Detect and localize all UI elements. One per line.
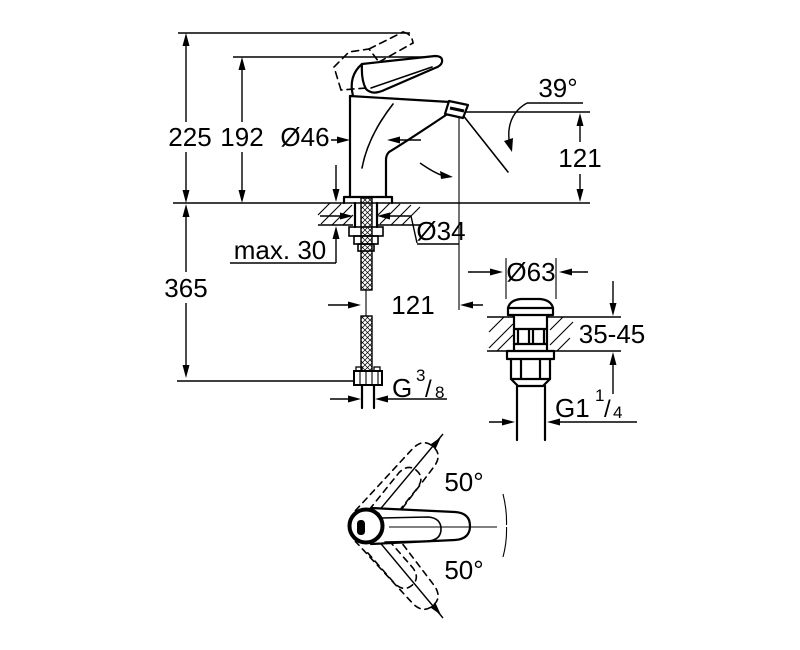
side-view-dimensions: 225 192 365 Ø46 max. 30 Ø34 39°: [164, 32, 602, 403]
waste-valve-body: [505, 297, 556, 442]
waste-thread-slash: /: [604, 396, 611, 423]
spout-top-edge: [348, 94, 452, 104]
hose-connector: [353, 366, 383, 410]
dim-deck-thickness-max: max. 30: [234, 235, 327, 265]
body-front-curve: [361, 103, 394, 169]
dim-swivel-angle-upper: 50°: [444, 467, 483, 497]
deck-hatching: [317, 202, 421, 226]
supply-thread-slash: /: [425, 376, 432, 403]
dim-flange-diameter: Ø63: [506, 257, 555, 287]
dim-supply-thread: G 3 / 8: [392, 366, 444, 403]
temperature-indicator: [357, 520, 365, 535]
dim-deck-thickness-range: 35-45: [579, 319, 646, 349]
mounting-shank: [353, 201, 379, 229]
supply-thread-numerator: 3: [416, 366, 425, 385]
dim-handle-raised-height: 192: [220, 122, 263, 152]
dim-waste-thread: G1 1 / 4: [555, 386, 622, 423]
supply-thread-base: G: [392, 373, 412, 403]
dim-body-diameter: Ø46: [280, 122, 329, 152]
stream-angle-line: [461, 113, 509, 173]
handle-raised-dashed: [333, 31, 414, 91]
swivel-axis-upper: [371, 433, 444, 520]
faucet-side-view: [333, 31, 470, 205]
handle-grip: [369, 506, 472, 546]
spout-underside: [384, 113, 448, 199]
dim-spout-angle: 39°: [538, 73, 577, 103]
supply-thread-denominator: 8: [435, 383, 444, 402]
waste-thread-numerator: 1: [595, 386, 604, 405]
dim-hose-length: 365: [164, 273, 207, 303]
dim-spout-height: 121: [558, 143, 601, 173]
swivel-axis-lower: [371, 532, 444, 619]
angle-arc-stubs: [502, 493, 508, 558]
handle-knob: [347, 507, 385, 545]
grip-inner-outline: [380, 516, 442, 543]
waste-thread-denominator: 4: [613, 403, 622, 422]
dim-swivel-angle-lower: 50°: [444, 555, 483, 585]
handle-top-view: 50° 50°: [347, 433, 508, 619]
dim-overall-height: 225: [168, 122, 211, 152]
dim-shank-diameter: Ø34: [416, 216, 465, 246]
mounting-hardware: [317, 197, 421, 410]
dim-spout-reach: 121: [391, 290, 434, 320]
cartridge-dome: [350, 62, 364, 98]
basin-deck-lines: [487, 316, 621, 352]
mounting-nut: [348, 226, 384, 252]
flex-hose-lower: [360, 315, 373, 372]
connector-tail: [360, 383, 376, 410]
basin-deck-hatching: [488, 316, 574, 352]
waste-valve-view: Ø63 35-45 G1 1 /: [468, 257, 646, 442]
waste-thread-base: G1: [555, 393, 590, 423]
handle-swivel-dashed: [354, 441, 439, 611]
base-plinth: [342, 195, 394, 205]
